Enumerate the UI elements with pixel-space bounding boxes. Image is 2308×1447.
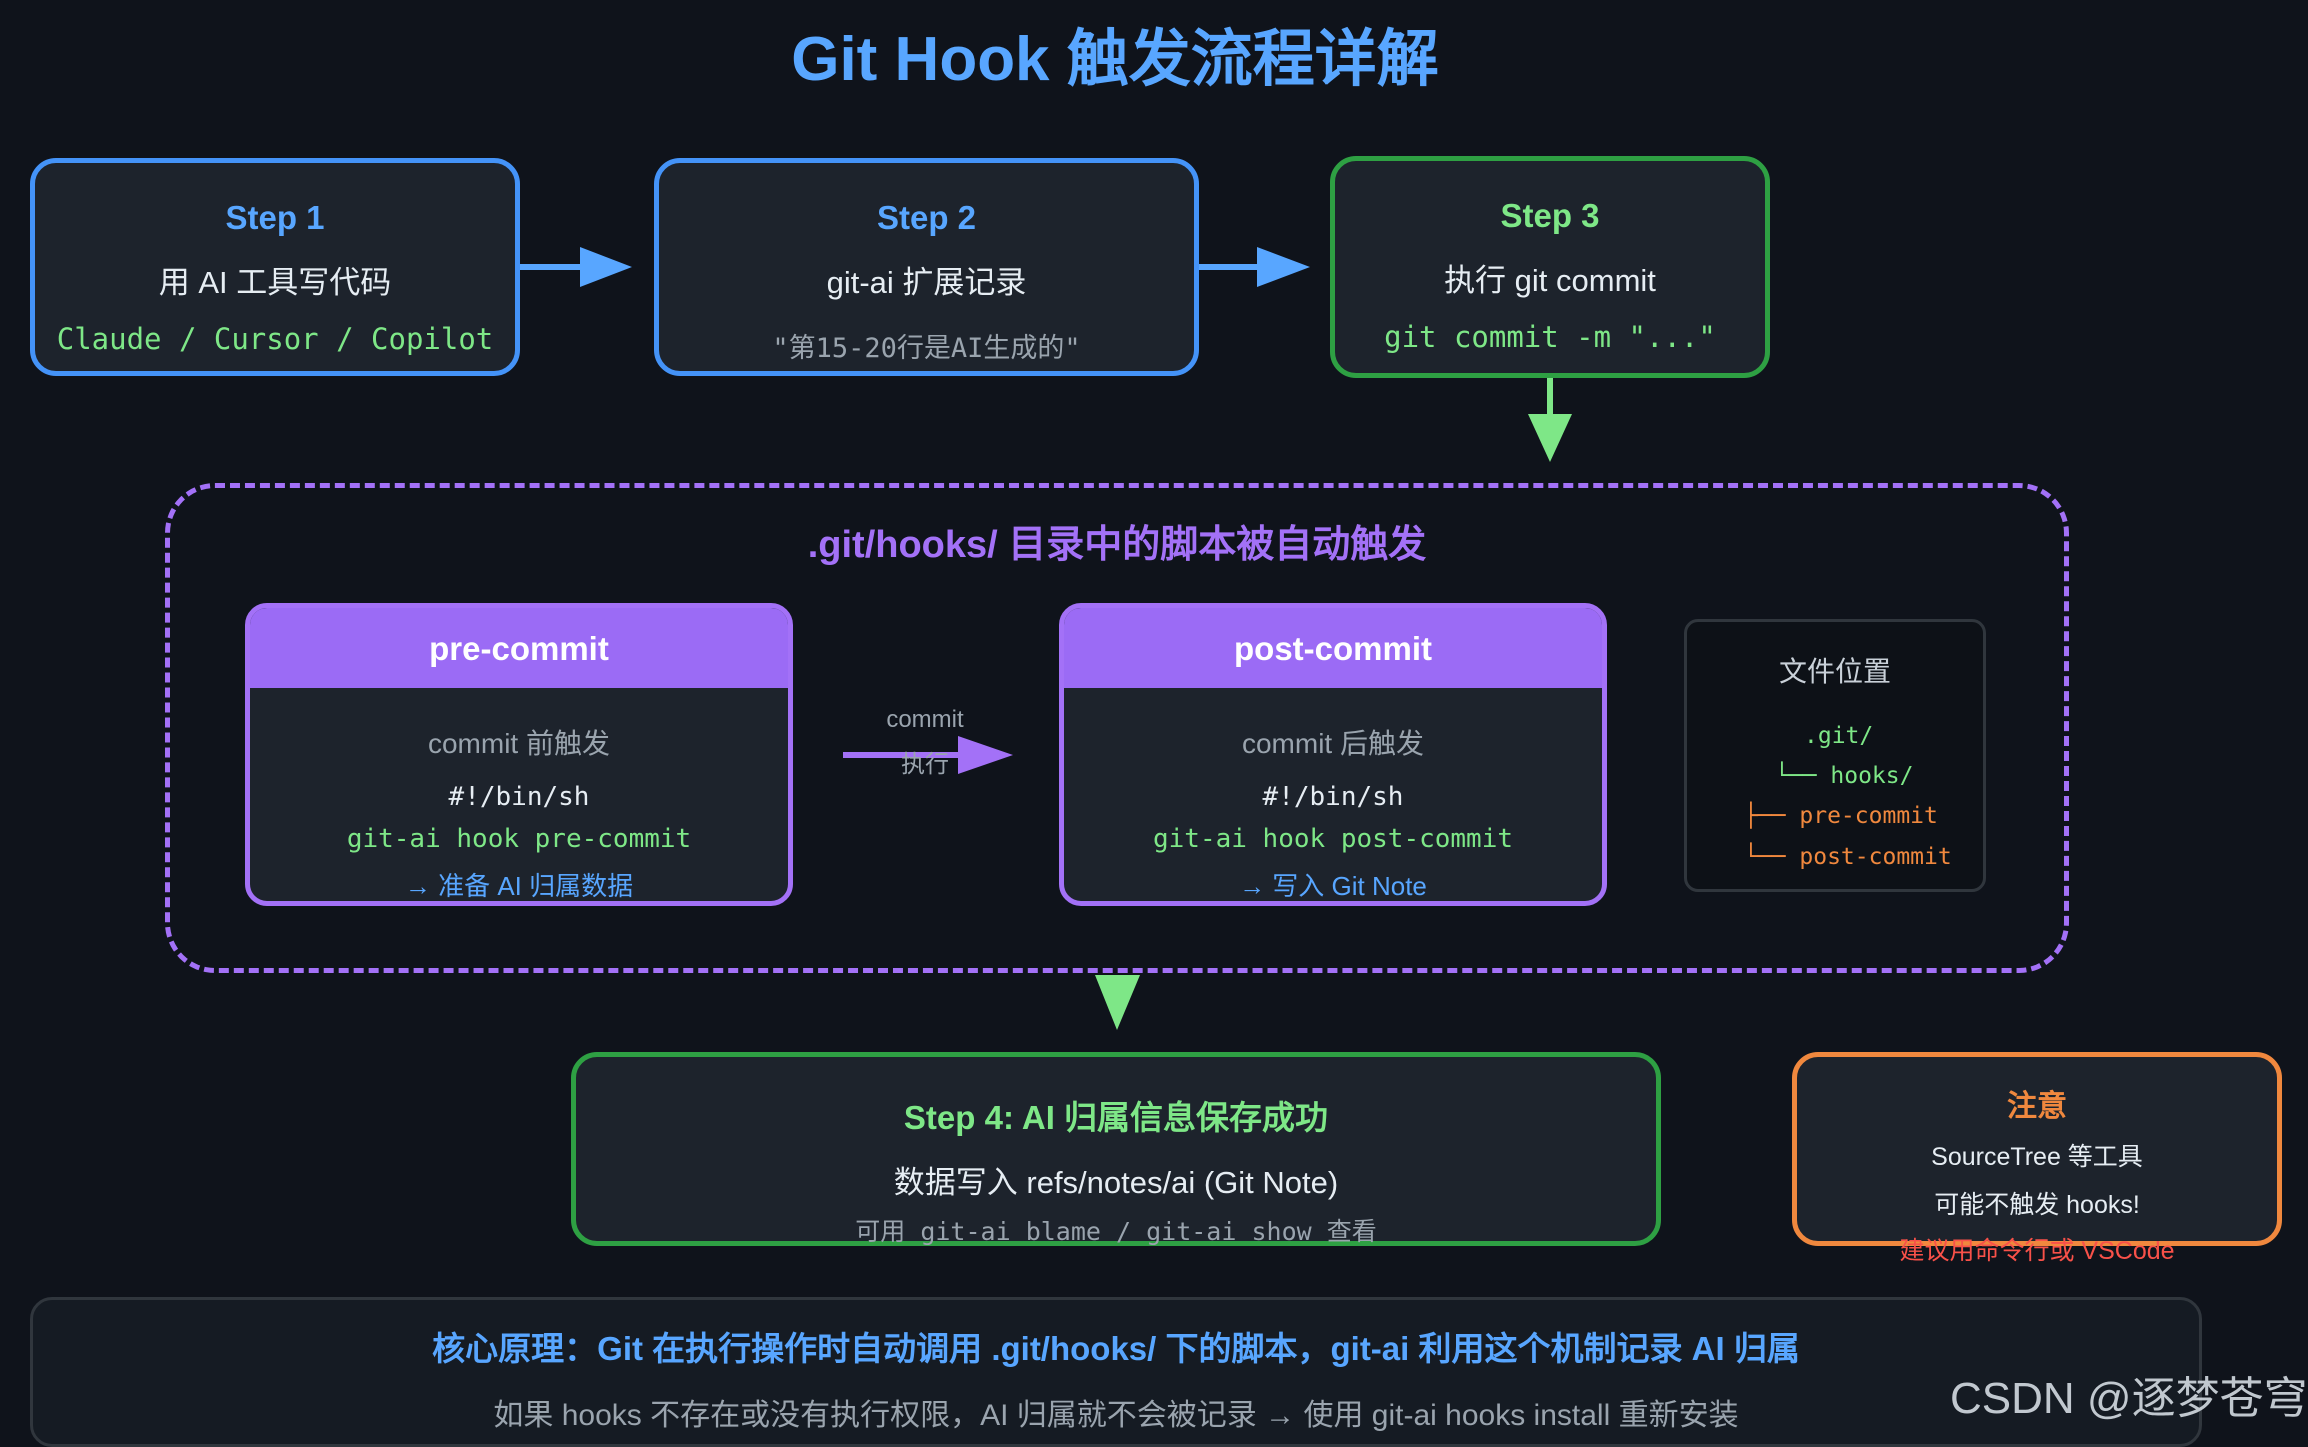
watermark: CSDN @逐梦苍穹 — [1950, 1374, 2308, 1423]
arrow-label-commit: commit — [886, 706, 964, 733]
step-1-title: Step 1 — [225, 199, 325, 236]
arrow-step2-step3 — [1199, 247, 1310, 287]
hooks-section — [165, 483, 2069, 973]
step-3-box: Step 3 执行 git commit git commit -m "..." — [1330, 156, 1770, 378]
arrow-label-execute: 执行 — [901, 751, 949, 778]
step-1-box: Step 1 用 AI 工具写代码 Claude / Cursor / Copi… — [30, 158, 520, 376]
page-title: Git Hook 触发流程详解 — [791, 25, 1439, 94]
step-4-title: Step 4: AI 归属信息保存成功 — [903, 1099, 1329, 1136]
tree-git-dir: .git/ — [1804, 723, 1874, 749]
note-line-2: 可能不触发 hooks! — [1934, 1191, 2140, 1219]
arrow-pre-post — [843, 736, 1013, 774]
pre-commit-shebang: #!/bin/sh — [448, 782, 590, 812]
principle-box: 核心原理：Git 在执行操作时自动调用 .git/hooks/ 下的脚本，git… — [30, 1297, 2202, 1447]
step-3-detail: git commit -m "..." — [1384, 320, 1716, 354]
pre-commit-command: git-ai hook pre-commit — [346, 824, 692, 854]
post-commit-shebang: #!/bin/sh — [1262, 782, 1404, 812]
step-2-box: Step 2 git-ai 扩展记录 "第15-20行是AI生成的" — [654, 158, 1199, 376]
pre-commit-result: → 准备 AI 归属数据 — [404, 871, 634, 901]
step-1-subtitle: 用 AI 工具写代码 — [158, 265, 392, 300]
step-2-subtitle: git-ai 扩展记录 — [826, 265, 1027, 300]
step-2-title: Step 2 — [876, 199, 977, 236]
step-4-detail: 可用 git-ai blame / git-ai show 查看 — [855, 1217, 1377, 1246]
step-4-box: Step 4: AI 归属信息保存成功 数据写入 refs/notes/ai (… — [571, 1052, 1661, 1246]
pre-commit-header: pre-commit — [250, 608, 788, 688]
tree-pre-commit: ├── pre-commit — [1744, 803, 1938, 829]
arrow-step3-hooks — [1528, 378, 1572, 462]
post-commit-card: post-commit commit 后触发 #!/bin/sh git-ai … — [1059, 603, 1607, 906]
note-warning: 建议用命令行或 VSCode — [1899, 1237, 2175, 1265]
pre-commit-desc: commit 前触发 — [427, 728, 610, 759]
step-4-subtitle: 数据写入 refs/notes/ai (Git Note) — [893, 1165, 1339, 1200]
hooks-section-title: .git/hooks/ 目录中的脚本被自动触发 — [807, 524, 1427, 566]
tree-post-commit: └── post-commit — [1744, 844, 1952, 870]
file-location-box: 文件位置 .git/ └── hooks/ ├── pre-commit └──… — [1684, 619, 1986, 892]
tree-hooks-dir: └── hooks/ — [1775, 763, 1914, 789]
step-2-detail: "第15-20行是AI生成的" — [772, 333, 1081, 364]
note-title: 注意 — [2007, 1090, 2067, 1123]
post-commit-command: git-ai hook post-commit — [1152, 824, 1514, 854]
post-commit-header: post-commit — [1064, 608, 1602, 688]
arrow-hooks-step4 — [1095, 975, 1140, 1030]
file-location-title: 文件位置 — [1778, 656, 1891, 687]
arrow-step1-step2 — [520, 247, 632, 287]
step-3-subtitle: 执行 git commit — [1444, 263, 1656, 298]
step-3-title: Step 3 — [1500, 197, 1600, 234]
pre-commit-card: pre-commit commit 前触发 #!/bin/sh git-ai h… — [245, 603, 793, 906]
note-line-1: SourceTree 等工具 — [1931, 1143, 2143, 1171]
principle-text: 核心原理：Git 在执行操作时自动调用 .git/hooks/ 下的脚本，git… — [432, 1330, 1800, 1367]
note-box: 注意 SourceTree 等工具 可能不触发 hooks! 建议用命令行或 V… — [1792, 1052, 2282, 1265]
step-1-detail: Claude / Cursor / Copilot — [56, 322, 494, 356]
post-commit-desc: commit 后触发 — [1241, 728, 1424, 759]
post-commit-result: → 写入 Git Note — [1239, 871, 1427, 901]
principle-tip: 如果 hooks 不存在或没有执行权限，AI 归属就不会被记录 → 使用 git… — [493, 1399, 1739, 1432]
